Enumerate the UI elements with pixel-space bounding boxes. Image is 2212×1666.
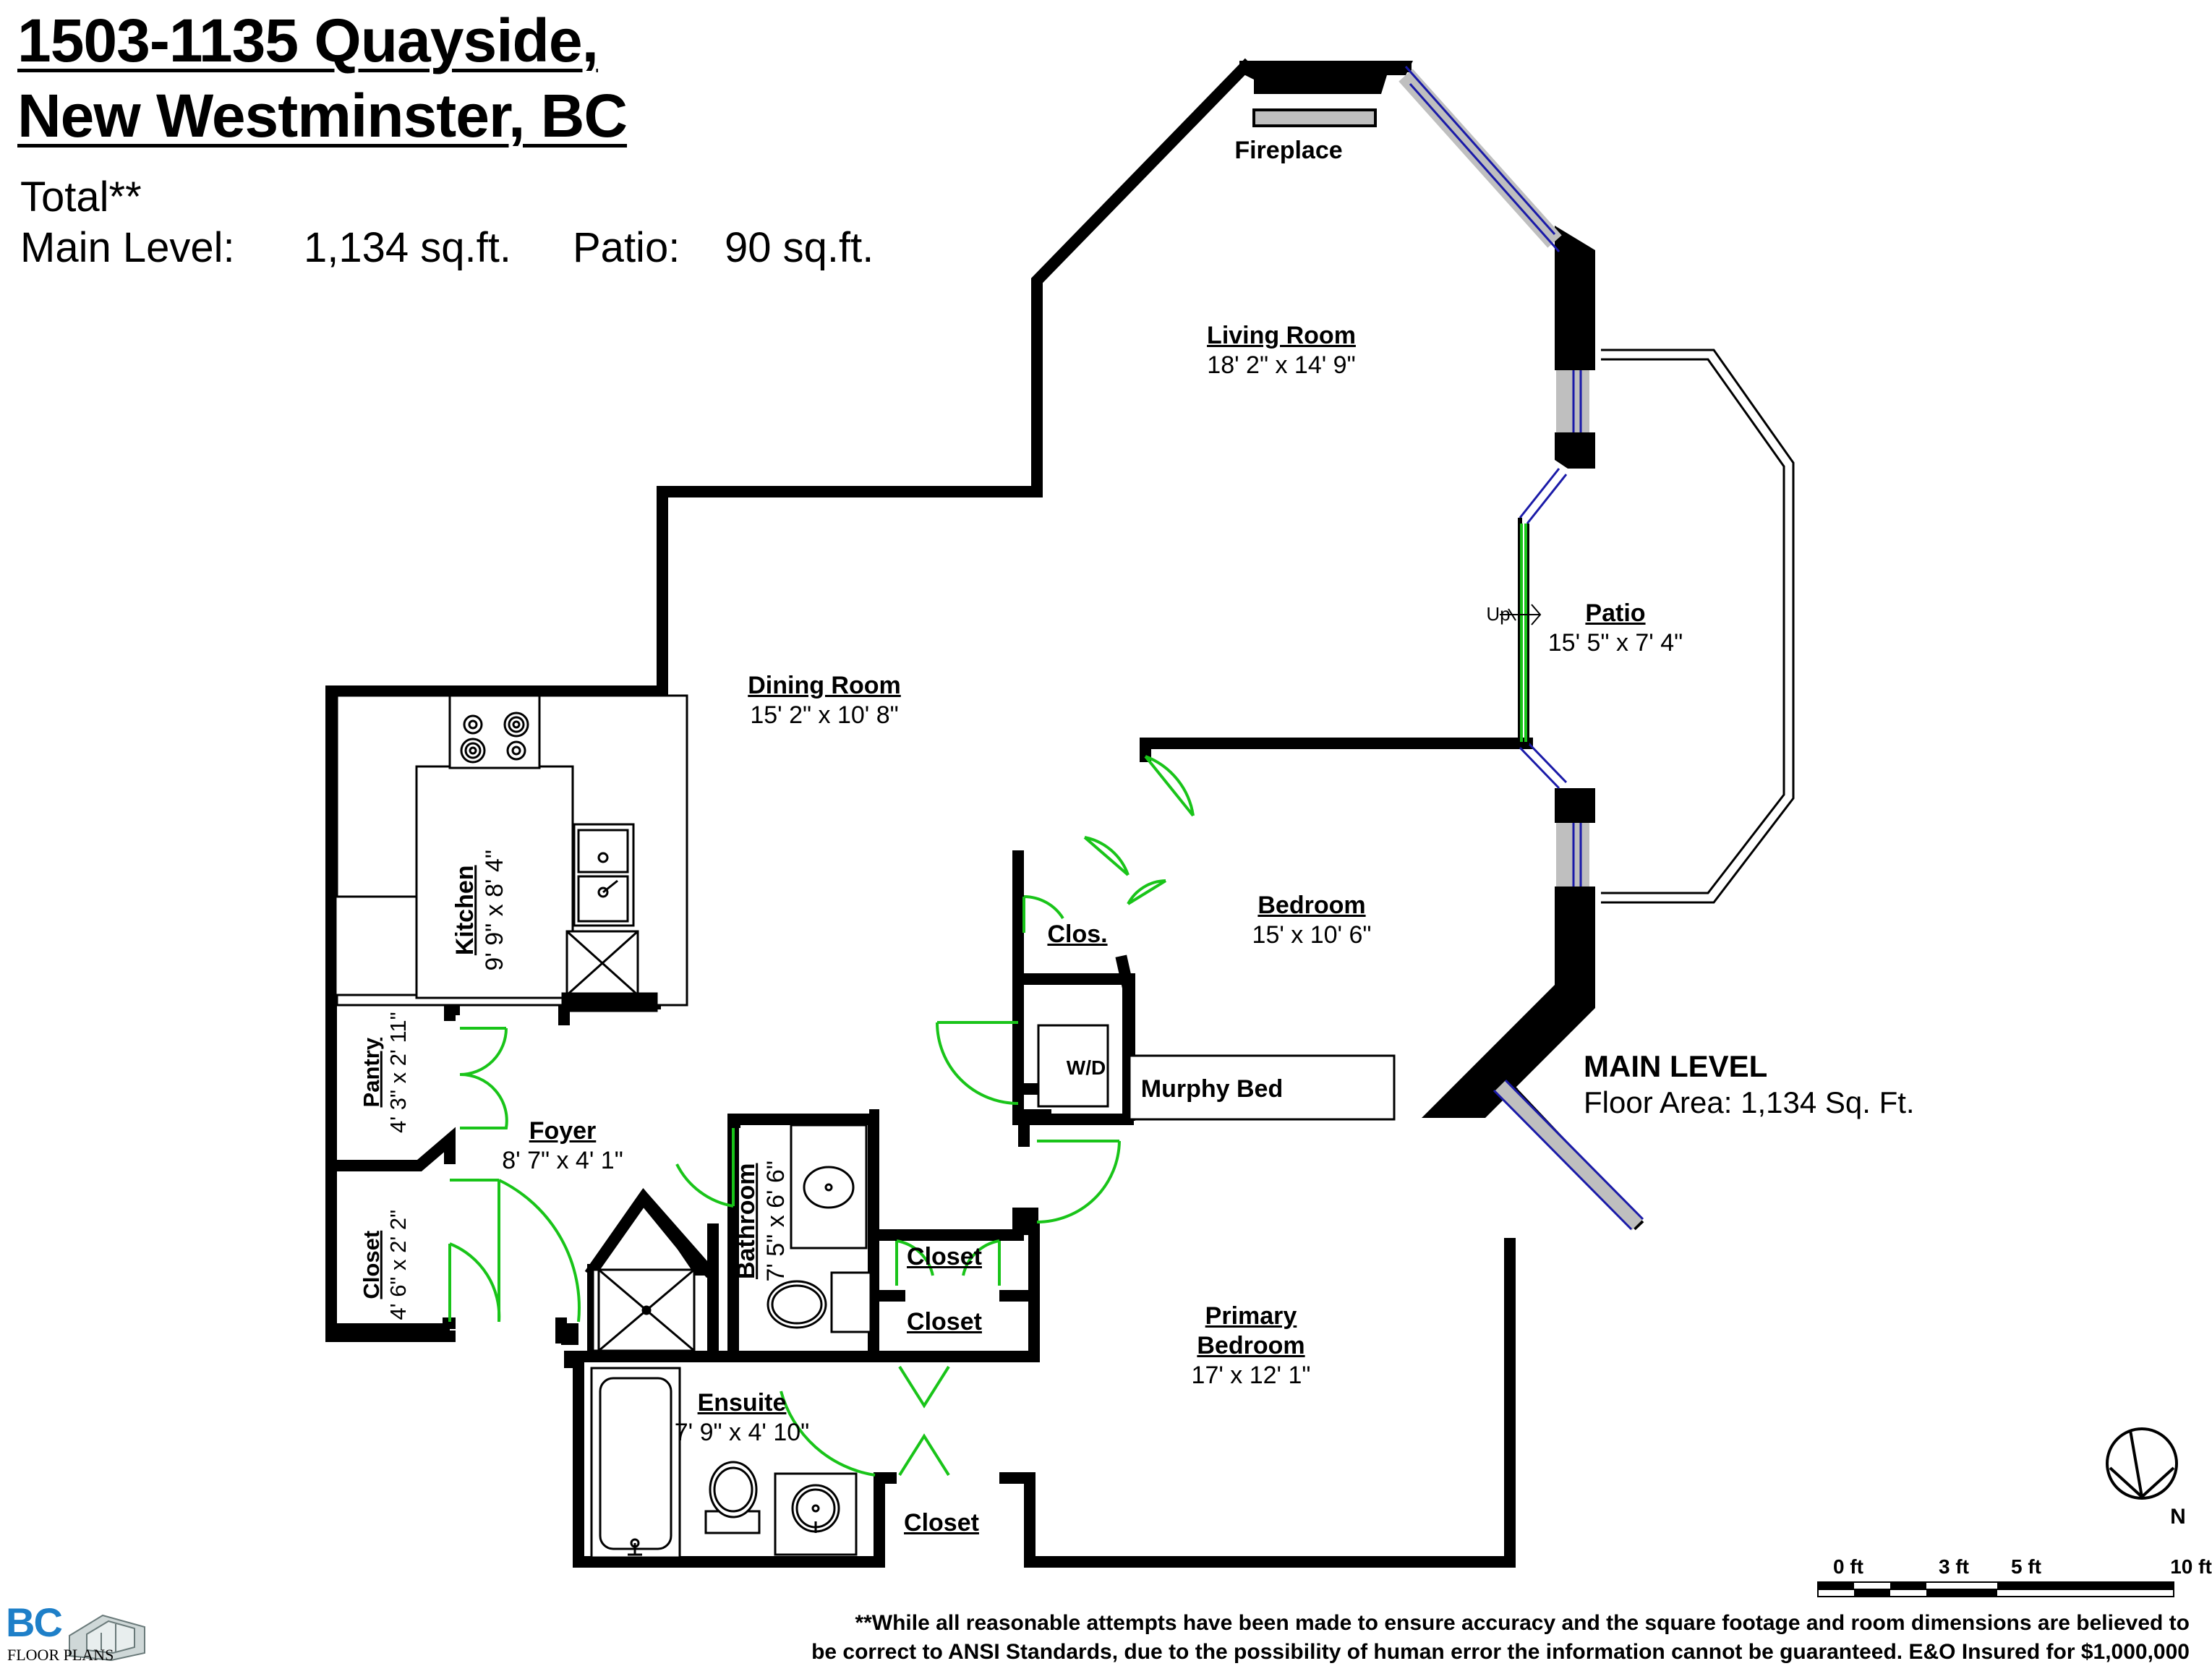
label-living-room: Living Room 18' 2" x 14' 9": [1207, 321, 1356, 380]
closet-entry-name: Closet: [358, 1230, 384, 1299]
disclaimer-line-1: **While all reasonable attempts have bee…: [855, 1611, 2190, 1635]
bathroom-fixtures: [585, 1124, 872, 1352]
living-room-dims: 18' 2" x 14' 9": [1207, 351, 1356, 379]
dining-room-dims: 15' 2" x 10' 8": [750, 701, 899, 729]
patio-sliding-door: [1520, 524, 1527, 742]
kitchen-name: Kitchen: [451, 865, 479, 956]
door-swings: [448, 755, 1195, 1477]
scale-bar: [1817, 1581, 2174, 1597]
up-arrow: [1500, 604, 1542, 625]
level-floor-area: Floor Area: 1,134 Sq. Ft.: [1584, 1085, 1915, 1119]
total-label: Total**: [20, 174, 142, 221]
foyer-dims: 8' 7" x 4' 1": [502, 1146, 623, 1174]
label-dining-room: Dining Room 15' 2" x 10' 8": [748, 671, 901, 730]
label-ensuite: Ensuite 7' 9" x 4' 10": [675, 1388, 809, 1448]
patio-outline: [1601, 349, 1795, 904]
label-foyer: Foyer 8' 7" x 4' 1": [502, 1116, 623, 1176]
ensuite-fixtures: [590, 1367, 858, 1559]
scale-tick-3: 3 ft: [1939, 1555, 1969, 1578]
up-label: Up: [1486, 603, 1511, 625]
clos-label: Clos.: [1047, 920, 1108, 948]
wd-and-murphy: [1037, 1024, 1396, 1121]
address-line-2: New Westminster, BC: [17, 82, 628, 150]
foyer-name: Foyer: [529, 1117, 597, 1145]
main-level-area: 1,134 sq.ft.: [304, 224, 511, 271]
fireplace-hearth: [1252, 108, 1377, 127]
closet-label-a: Closet: [907, 1243, 982, 1270]
murphy-bed-label: Murphy Bed: [1140, 1075, 1284, 1103]
pantry-dims: 4' 3" x 2' 11": [385, 1012, 411, 1134]
closet-label-b: Closet: [907, 1308, 982, 1336]
label-kitchen: Kitchen 9' 9" x 8' 4": [450, 845, 510, 975]
closet-entry-dims: 4' 6" x 2' 2": [385, 1209, 411, 1320]
wd-label: W/D: [1066, 1056, 1106, 1079]
wall-jambs: [325, 994, 1038, 1338]
windows: [1398, 66, 1644, 1231]
compass: [2106, 1427, 2178, 1500]
patio-label: Patio:: [573, 224, 680, 271]
pantry-name: Pantry: [358, 1037, 384, 1108]
patio-dims: 15' 5" x 7' 4": [1547, 628, 1683, 657]
compass-north-label: N: [2170, 1505, 2186, 1529]
label-patio: Patio 15' 5" x 7' 4": [1548, 599, 1683, 658]
living-room-name: Living Room: [1207, 322, 1356, 349]
kitchen-fixtures: [334, 694, 688, 1012]
label-bathroom: Bathroom 7' 5" x 6' 6": [732, 1145, 791, 1297]
label-closet-entry: Closet 4' 6" x 2' 2": [358, 1192, 411, 1337]
level-name: MAIN LEVEL: [1584, 1049, 1768, 1083]
label-bedroom: Bedroom 15' x 10' 6": [1252, 891, 1372, 950]
ensuite-name: Ensuite: [697, 1389, 787, 1417]
scale-tick-0: 0 ft: [1833, 1555, 1863, 1578]
main-level-label: Main Level:: [20, 224, 235, 271]
logo-mark: [69, 1614, 145, 1662]
label-primary-bedroom: Primary Bedroom 17' x 12' 1": [1192, 1302, 1311, 1390]
scale-tick-10: 10 ft: [2170, 1555, 2212, 1578]
ensuite-dims: 7' 9" x 4' 10": [674, 1418, 810, 1446]
kitchen-dims: 9' 9" x 8' 4": [481, 850, 508, 971]
address-line-1: 1503-1135 Quayside,: [17, 7, 599, 74]
closet-label-c: Closet: [904, 1509, 979, 1537]
logo-text: FLOOR PLANS: [7, 1646, 114, 1664]
primary-bedroom-name-1: Primary: [1205, 1302, 1297, 1330]
bedroom-dims: 15' x 10' 6": [1252, 920, 1372, 949]
dining-room-name: Dining Room: [748, 672, 901, 699]
patio-area: 90 sq.ft.: [725, 224, 874, 271]
label-pantry: Pantry 4' 3" x 2' 11": [358, 1000, 411, 1145]
patio-name: Patio: [1585, 599, 1646, 627]
disclaimer-line-2: be correct to ANSI Standards, due to the…: [811, 1640, 2190, 1664]
bedroom-name: Bedroom: [1257, 892, 1366, 919]
bathroom-dims: 7' 5" x 6' 6": [762, 1161, 790, 1282]
bathroom-name: Bathroom: [733, 1163, 761, 1280]
primary-bedroom-dims: 17' x 12' 1": [1191, 1361, 1311, 1389]
scale-tick-5: 5 ft: [2011, 1555, 2041, 1578]
fireplace-label: Fireplace: [1234, 137, 1343, 164]
logo-mark-text: BC: [6, 1599, 63, 1645]
primary-bedroom-name-2: Bedroom: [1197, 1331, 1305, 1359]
